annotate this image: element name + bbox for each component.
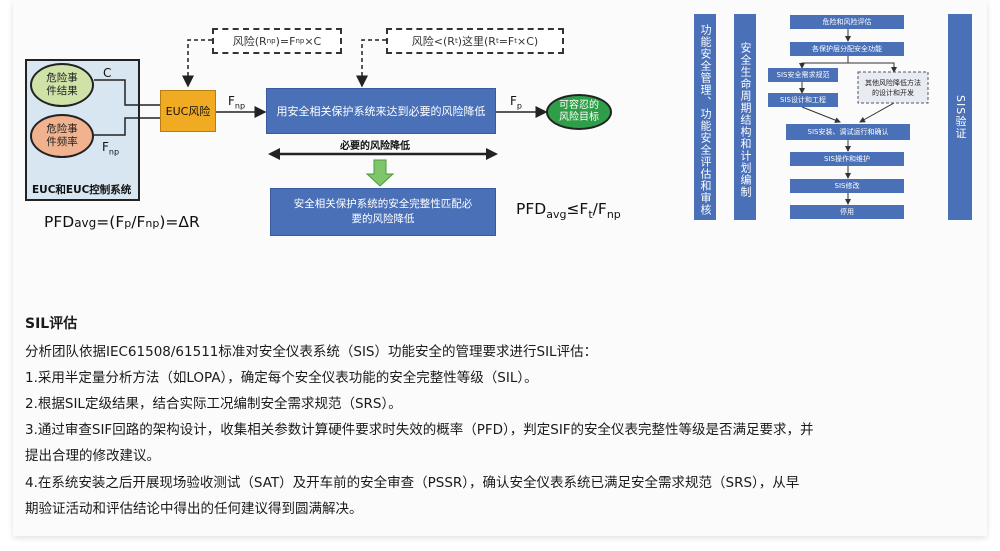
green-down-arrow (365, 159, 395, 187)
column-lifecycle: 安全生命周期结构和计划编制 (734, 14, 756, 220)
step-decommission: 停用 (790, 205, 904, 219)
step-modification: SIS修改 (790, 179, 904, 193)
connector-fnp (94, 117, 160, 136)
oval-hazard-consequence: 危险事件结果 (30, 63, 94, 107)
step-design: SIS设计和工程 (768, 93, 838, 107)
euc-system-label: EUC和EUC控制系统 (32, 184, 132, 196)
formula-left: PFDavg=(Fp/Fnp)=ΔR (44, 213, 200, 231)
list-item-3b: 提出合理的修改建议。 (25, 448, 160, 464)
connector-c (94, 79, 160, 106)
step-srs: SIS安全需求规范 (768, 68, 838, 82)
step-install: SIS安装、调试运行和确认 (786, 124, 910, 140)
label-fnp-left: Fnp (102, 140, 120, 157)
column-functional-safety: 功能安全管理、功能安全评估和审核 (694, 14, 716, 220)
list-item-3a: 3.通过审查SIF回路的架构设计，收集相关参数计算硬件要求时失效的概率（PFD）… (25, 422, 814, 438)
step-hazard-assessment: 危险和风险评估 (790, 15, 904, 29)
other-methods-box: 其他风险降低方法的设计和开发 (865, 79, 921, 97)
step-operation: SIS操作和维护 (790, 152, 904, 166)
list-item-2: 2.根据SIL定级结果，结合实际工况编制安全需求规范（SRS）。 (25, 396, 402, 412)
label-fp: Fp (510, 94, 522, 111)
intro-text: 分析团队依据IEC61508/61511标准对安全仪表系统（SIS）功能安全的管… (25, 344, 598, 360)
double-arrow-left-head (268, 148, 280, 160)
column-sis-verification: SIS验证 (948, 14, 972, 220)
content-panel (13, 0, 987, 536)
formula-right: PFDavg≤Ft/Fnp (516, 200, 621, 222)
double-arrow-right-head (486, 148, 498, 160)
risk-reduction-box: 用安全相关保护系统来达到必要的风险降低 (266, 88, 496, 134)
dashed-connector-left (182, 39, 212, 88)
step-allocate-functions: 各保护层分配安全功能 (790, 42, 904, 56)
label-c: C (103, 66, 112, 80)
necessary-reduction-label: 必要的风险降低 (340, 141, 410, 152)
list-item-4a: 4.在系统安装之后开展现场验收测试（SAT）及开车前的安全审查（PSSR），确认… (25, 475, 800, 491)
label-fnp-mid: Fnp (228, 94, 246, 111)
other-methods-frame (857, 71, 929, 104)
list-item-1: 1.采用半定量分析方法（如LOPA），确定每个安全仪表功能的安全完整性等级（SI… (25, 370, 538, 386)
euc-risk-box: EUC风险 (160, 90, 216, 132)
integrity-box: 安全相关保护系统的安全完整性匹配必要的风险降低 (270, 188, 496, 236)
oval-hazard-frequency: 危险事件频率 (30, 114, 94, 158)
list-item-4b: 期验证活动和评估结论中得出的任何建议得到圆满解决。 (25, 501, 363, 517)
section-heading: SIL评估 (25, 316, 78, 332)
dashed-connector-right (356, 39, 386, 88)
tolerable-risk-oval: 可容忍的风险目标 (546, 94, 612, 130)
